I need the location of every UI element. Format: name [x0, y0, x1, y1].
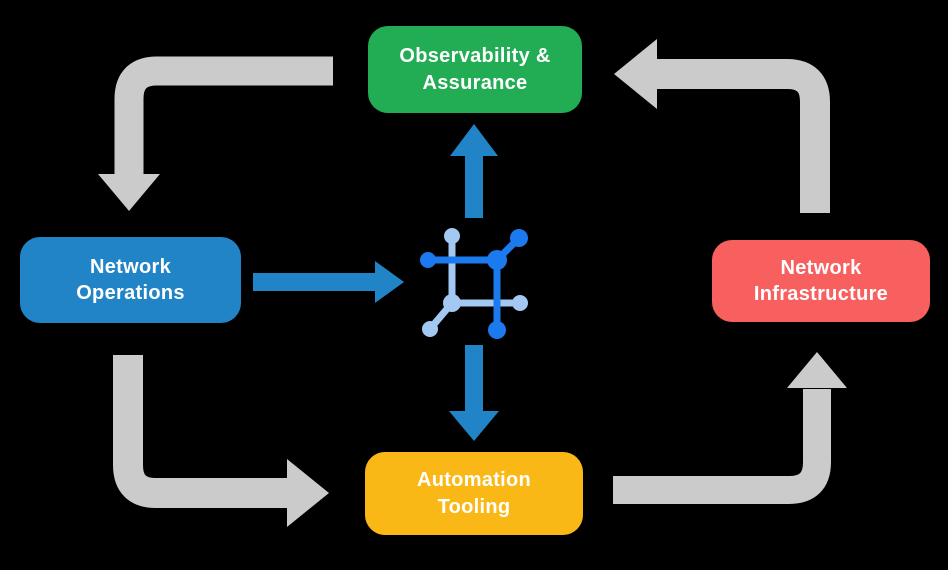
observability-assurance-label: Observability & Assurance [399, 45, 551, 94]
arrow-head-left [614, 39, 657, 109]
arrow-shaft [613, 389, 831, 504]
icon-node-top-light [444, 228, 460, 244]
arrow-shaft [113, 355, 289, 508]
network-infrastructure-node: Network Infrastructure [712, 240, 930, 322]
icon-node-diagonal-light [422, 321, 438, 337]
arrow-automation-to-infrastructure [613, 352, 847, 504]
arrow-head-down [98, 174, 160, 211]
icon-node-diagonal-dark [510, 229, 528, 247]
arrow-head-down [449, 411, 499, 441]
icon-node-left-dark [420, 252, 436, 268]
network-operations-node: Network Operations [20, 237, 241, 323]
arrow-center-to-automation [449, 345, 499, 441]
network-operations-label: Network Operations [76, 255, 185, 304]
arrow-head-up [787, 352, 847, 388]
arrow-observability-to-operations [98, 56, 333, 211]
automation-tooling-node: Automation Tooling [365, 452, 583, 535]
arrow-operations-to-center [253, 261, 404, 303]
automation-tooling-label: Automation Tooling [416, 469, 532, 518]
arrow-head-right [375, 261, 404, 303]
icon-corner-bottom-left-light [443, 294, 461, 312]
arrow-head-up [450, 124, 498, 156]
icon-corner-top-right-dark [487, 250, 507, 270]
arrow-shaft [114, 56, 333, 176]
arrow-operations-to-automation [113, 355, 329, 527]
arrow-shaft [656, 59, 830, 213]
network-mesh-icon [420, 228, 528, 339]
arrow-infrastructure-to-observability [614, 39, 830, 213]
icon-node-right-light [512, 295, 528, 311]
arrow-center-to-observability [450, 124, 498, 218]
arrow-head-right [287, 459, 329, 527]
icon-node-bottom-dark [488, 321, 506, 339]
observability-assurance-node: Observability & Assurance [368, 26, 582, 113]
network-infrastructure-label: Network Infrastructure [753, 256, 889, 305]
